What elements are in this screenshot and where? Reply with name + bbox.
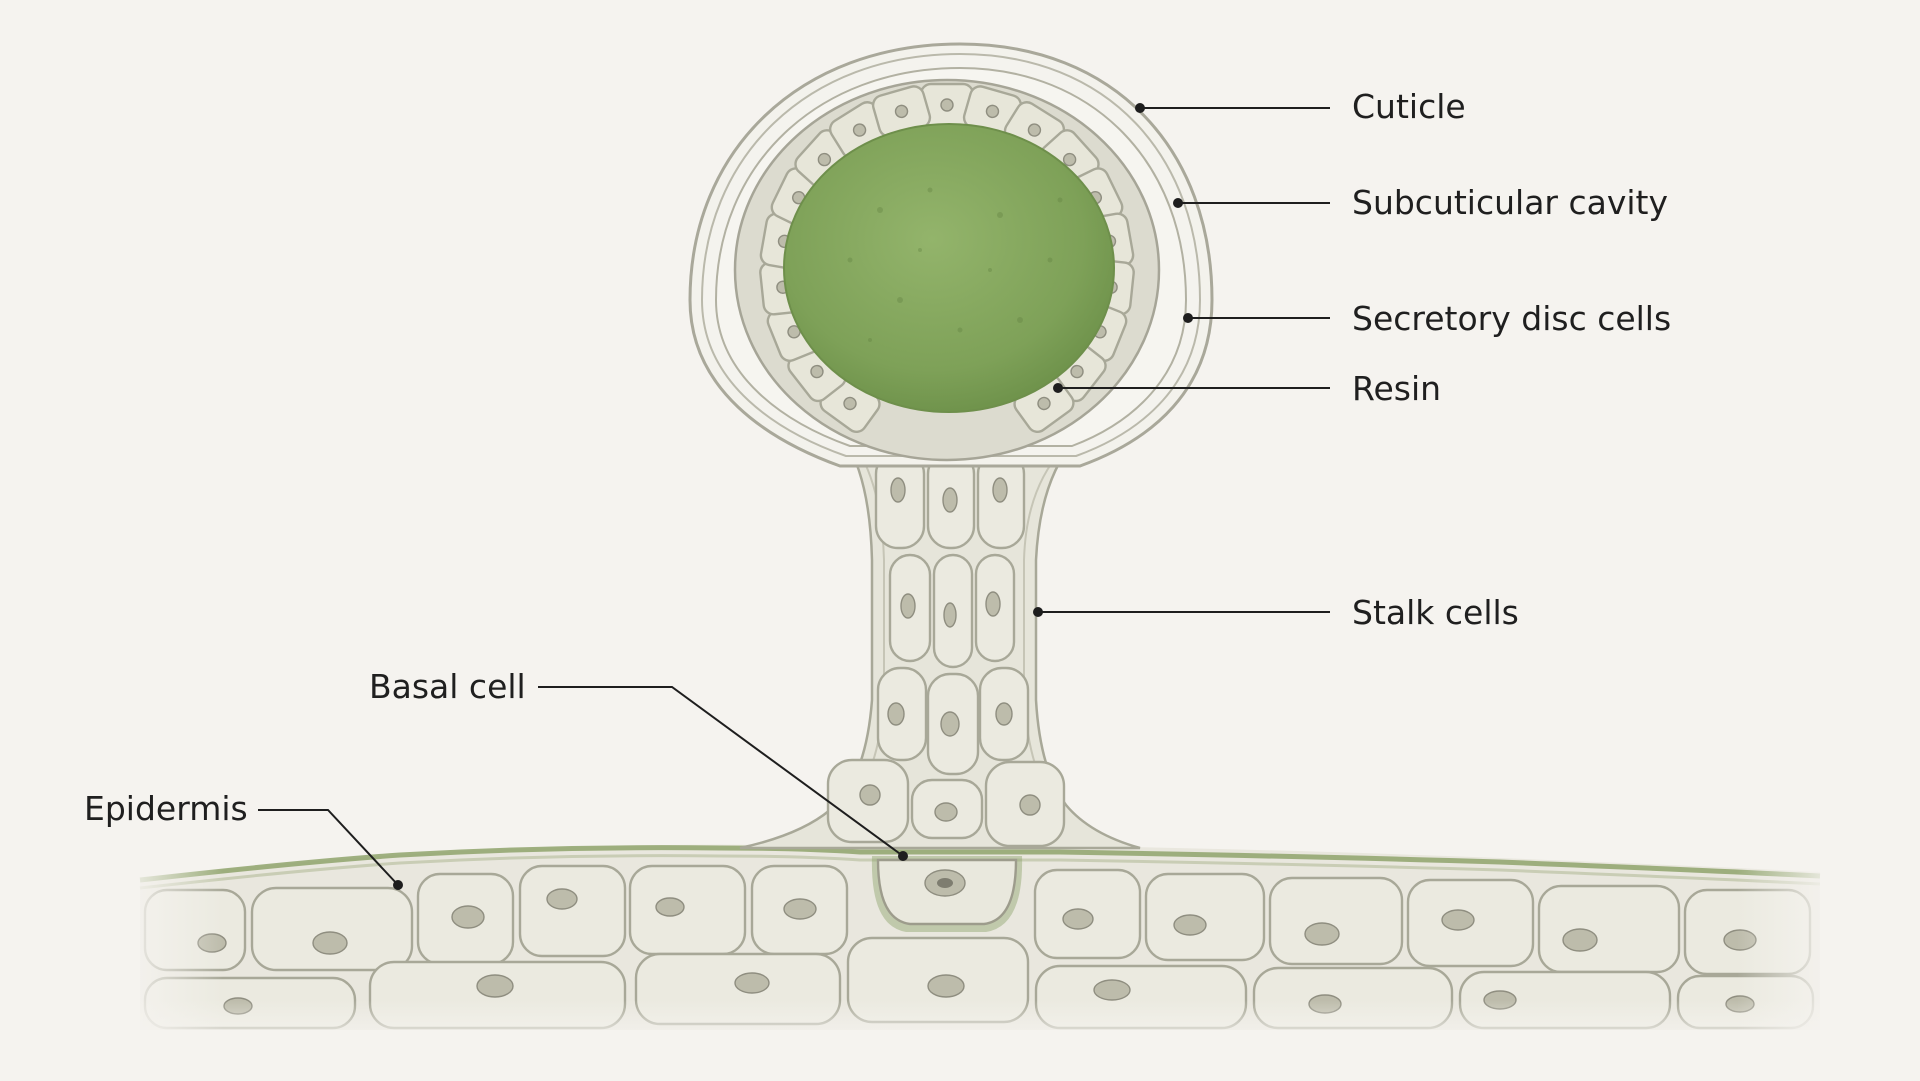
leader-epidermis (258, 809, 403, 890)
leader-basal-cell (538, 686, 908, 861)
label-cuticle: Cuticle (1352, 87, 1466, 126)
label-secretory-disc-cells: Secretory disc cells (1352, 299, 1672, 338)
label-subcuticular-cavity: Subcuticular cavity (1352, 183, 1669, 222)
stalk (739, 438, 1141, 850)
leader-secretory-disc-cells (1183, 313, 1330, 323)
resin (783, 123, 1115, 413)
leader-subcuticular-cavity (1173, 198, 1330, 208)
label-resin: Resin (1352, 369, 1442, 408)
leader-resin (1053, 383, 1330, 393)
label-basal-cell: Basal cell (369, 667, 526, 706)
leader-lines (258, 103, 1330, 890)
leader-stalk-cells (1033, 607, 1330, 617)
basal-cell (871, 856, 1023, 932)
tissue-layer (120, 830, 1840, 1045)
label-stalk-cells: Stalk cells (1352, 593, 1519, 632)
label-epidermis: Epidermis (84, 789, 248, 828)
leader-cuticle (1135, 103, 1330, 113)
